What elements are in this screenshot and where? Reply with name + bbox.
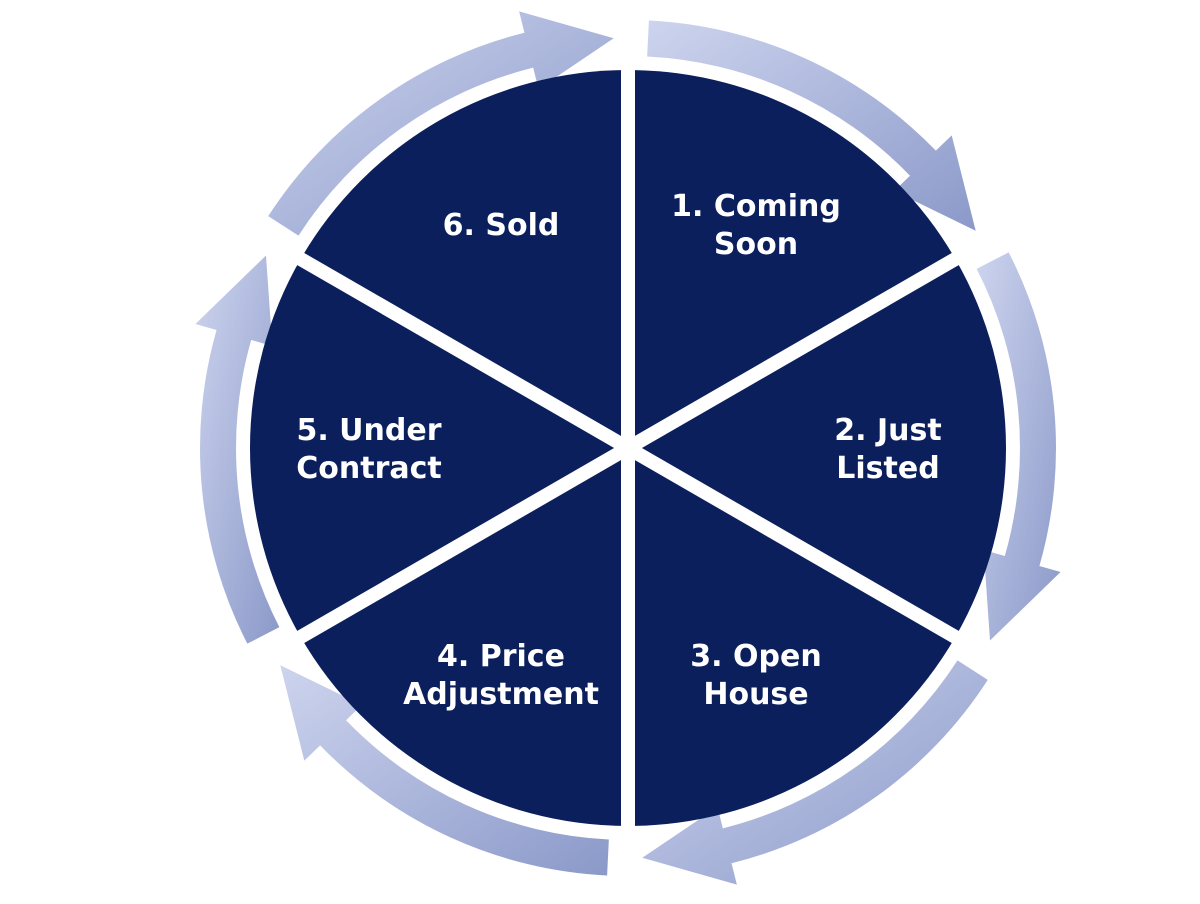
segment-2 xyxy=(628,259,1006,637)
segment-5 xyxy=(250,259,629,637)
step-1-label: 1. Coming Soon xyxy=(671,188,841,264)
step-2-line1: 2. Just xyxy=(834,413,942,448)
step-6-label: 6. Sold xyxy=(443,207,560,245)
cycle-arrow-3 xyxy=(642,660,988,885)
step-3-label: 3. Open House xyxy=(690,638,821,714)
cycle-arrow-2 xyxy=(976,252,1061,641)
divider-2 xyxy=(624,212,1029,455)
segment-1 xyxy=(628,70,956,448)
step-2-label: 2. Just Listed xyxy=(834,412,941,488)
step-6-line1: 6. Sold xyxy=(442,208,560,243)
step-3-line2: House xyxy=(703,677,809,712)
step-1-line1: 1. Coming xyxy=(671,189,841,224)
step-1-line2: Soon xyxy=(713,227,799,262)
cycle-arrow-6 xyxy=(268,11,614,236)
step-4-line1: 4. Price xyxy=(437,639,565,674)
segment-4 xyxy=(300,448,628,826)
cycle-arrow-1 xyxy=(647,20,976,231)
step-4-label: 4. Price Adjustment xyxy=(403,638,599,714)
divider-6 xyxy=(227,212,632,455)
step-5-line1: 5. Under xyxy=(296,413,442,448)
cycle-arrow-5 xyxy=(195,255,280,644)
step-5-line2: Contract xyxy=(296,451,442,486)
segment-3 xyxy=(628,448,956,826)
step-4-line2: Adjustment xyxy=(403,677,599,712)
divider-3 xyxy=(624,441,1029,684)
step-3-line1: 3. Open xyxy=(690,639,822,674)
step-5-label: 5. Under Contract xyxy=(296,412,442,488)
step-2-line2: Listed xyxy=(836,451,940,486)
divider-5 xyxy=(227,441,632,684)
segment-6 xyxy=(300,70,628,448)
cycle-arrow-4 xyxy=(280,665,609,876)
